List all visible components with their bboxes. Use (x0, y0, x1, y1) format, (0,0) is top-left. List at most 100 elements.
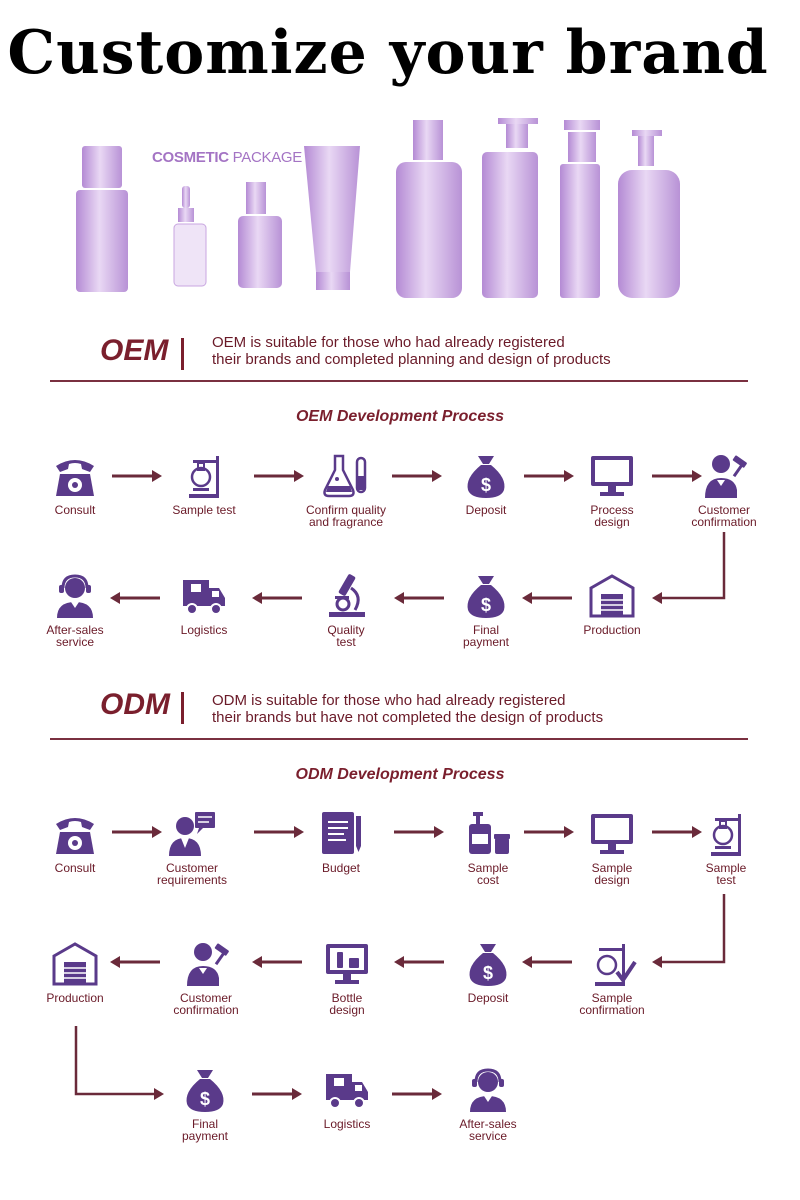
odm-divider-bar (181, 692, 184, 724)
money-bag-icon: $ (186, 1070, 224, 1112)
oem-description: OEM is suitable for those who had alread… (212, 334, 772, 368)
odm-step-customer-requirements: Customer requirements (132, 808, 252, 886)
arrow-left-icon (522, 956, 572, 968)
money-bag-icon: $ (467, 456, 505, 498)
step-label: Customer confirmation (691, 503, 757, 529)
odm-step-bottle-design: Bottle design (287, 938, 407, 1016)
step-label: Deposit (465, 503, 507, 517)
lab-check-icon (595, 944, 637, 986)
odm-step-customer-confirmation: Customer confirmation (146, 938, 266, 1016)
odm-desc-line2: their brands but have not completed the … (212, 709, 604, 726)
step-label: Production (583, 623, 641, 637)
odm-connector-arrow (652, 894, 726, 968)
arrow-left-icon (394, 592, 444, 604)
phone-icon (56, 818, 94, 854)
svg-text:$: $ (200, 1089, 210, 1109)
oem-step-quality-test: Quality test (286, 570, 406, 648)
arrow-left-icon (110, 592, 160, 604)
step-label: Confirm quality and fragrance (305, 503, 387, 529)
phone-icon (56, 460, 94, 496)
step-label: Logistics (323, 1117, 371, 1131)
arrow-right-icon (112, 826, 162, 838)
odm-step-consult: Consult (15, 808, 135, 874)
judge-icon (705, 455, 747, 498)
document-icon (322, 812, 361, 854)
oem-step-final-payment: $ Final payment (426, 570, 546, 648)
support-agent-icon (470, 1068, 506, 1112)
step-label: After-sales service (46, 623, 104, 649)
arrow-left-icon (252, 592, 302, 604)
oem-step-sample-test: Sample test (144, 450, 264, 516)
step-label: Sample design (591, 861, 633, 887)
step-label: Deposit (467, 991, 509, 1005)
arrow-right-icon (652, 826, 702, 838)
lab-stand-icon (711, 814, 741, 856)
oem-step-deposit: $ Deposit (426, 450, 546, 516)
package-label: COSMETIC PACKAGE (152, 149, 302, 166)
judge-icon (187, 943, 229, 986)
step-label: Logistics (180, 623, 228, 637)
step-label: Quality test (327, 623, 365, 649)
odm-desc-line1: ODM is suitable for those who had alread… (212, 692, 566, 709)
oem-desc-line1: OEM is suitable for those who had alread… (212, 334, 565, 351)
package-label-bold: COSMETIC (152, 149, 229, 166)
speaker-icon (169, 812, 215, 856)
step-label: Production (46, 991, 104, 1005)
step-label: Final payment (181, 1117, 229, 1143)
monitor-icon (591, 456, 633, 496)
cosmetic-bottle-icon (469, 812, 510, 854)
arrow-right-icon (252, 1088, 302, 1100)
arrow-right-icon (394, 826, 444, 838)
oem-step-confirm-quality: Confirm quality and fragrance (286, 450, 406, 528)
odm-step-production: Production (15, 938, 135, 1004)
step-label: Consult (54, 861, 96, 875)
step-label: After-sales service (459, 1117, 517, 1143)
bottles-illustration (76, 118, 680, 298)
oem-step-process-design: Process design (552, 450, 672, 528)
arrow-right-icon (254, 470, 304, 482)
package-label-light: PACKAGE (232, 149, 303, 166)
odm-step-sample-design: Sample design (552, 808, 672, 886)
arrow-left-icon (522, 592, 572, 604)
arrow-right-icon (524, 470, 574, 482)
step-label: Sample confirmation (579, 991, 645, 1017)
odm-step-budget: Budget (281, 808, 401, 874)
arrow-right-icon (392, 470, 442, 482)
microscope-icon (329, 574, 365, 617)
svg-text:$: $ (483, 963, 493, 983)
odm-step-sample-cost: Sample cost (428, 808, 548, 886)
step-label: Final payment (462, 623, 510, 649)
odm-description: ODM is suitable for those who had alread… (212, 692, 772, 726)
arrow-left-icon (110, 956, 160, 968)
svg-text:$: $ (481, 475, 491, 495)
lab-stand-icon (189, 456, 219, 498)
step-label: Consult (54, 503, 96, 517)
support-agent-icon (57, 574, 93, 618)
step-label: Bottle design (329, 991, 365, 1017)
arrow-left-icon (394, 956, 444, 968)
odm-step-final-payment: $ Final payment (145, 1064, 265, 1142)
odm-step-deposit: $ Deposit (428, 938, 548, 1004)
oem-step-production: Production (552, 570, 672, 636)
arrow-right-icon (652, 470, 702, 482)
oem-desc-line2: their brands and completed planning and … (212, 351, 611, 368)
monitor-icon (591, 814, 633, 854)
oem-divider-bar (181, 338, 184, 370)
oem-step-customer-confirmation: Customer confirmation (664, 450, 784, 528)
oem-abbr: OEM (100, 334, 169, 367)
step-label: Customer confirmation (173, 991, 239, 1017)
monitor-bottle-icon (326, 944, 368, 984)
step-label: Sample test (705, 861, 747, 887)
oem-step-logistics: Logistics (144, 570, 264, 636)
arrow-right-icon (524, 826, 574, 838)
money-bag-icon: $ (469, 944, 507, 986)
svg-text:$: $ (481, 595, 491, 615)
odm-production-connector-arrow (74, 1026, 164, 1100)
odm-step-sample-confirmation: Sample confirmation (552, 938, 672, 1016)
odm-step-sample-test: Sample test (666, 808, 786, 886)
arrow-right-icon (392, 1088, 442, 1100)
step-label: Customer requirements (156, 861, 228, 887)
oem-step-after-sales: After-sales service (15, 570, 135, 648)
step-label: Budget (321, 861, 361, 875)
odm-step-logistics: Logistics (287, 1064, 407, 1130)
